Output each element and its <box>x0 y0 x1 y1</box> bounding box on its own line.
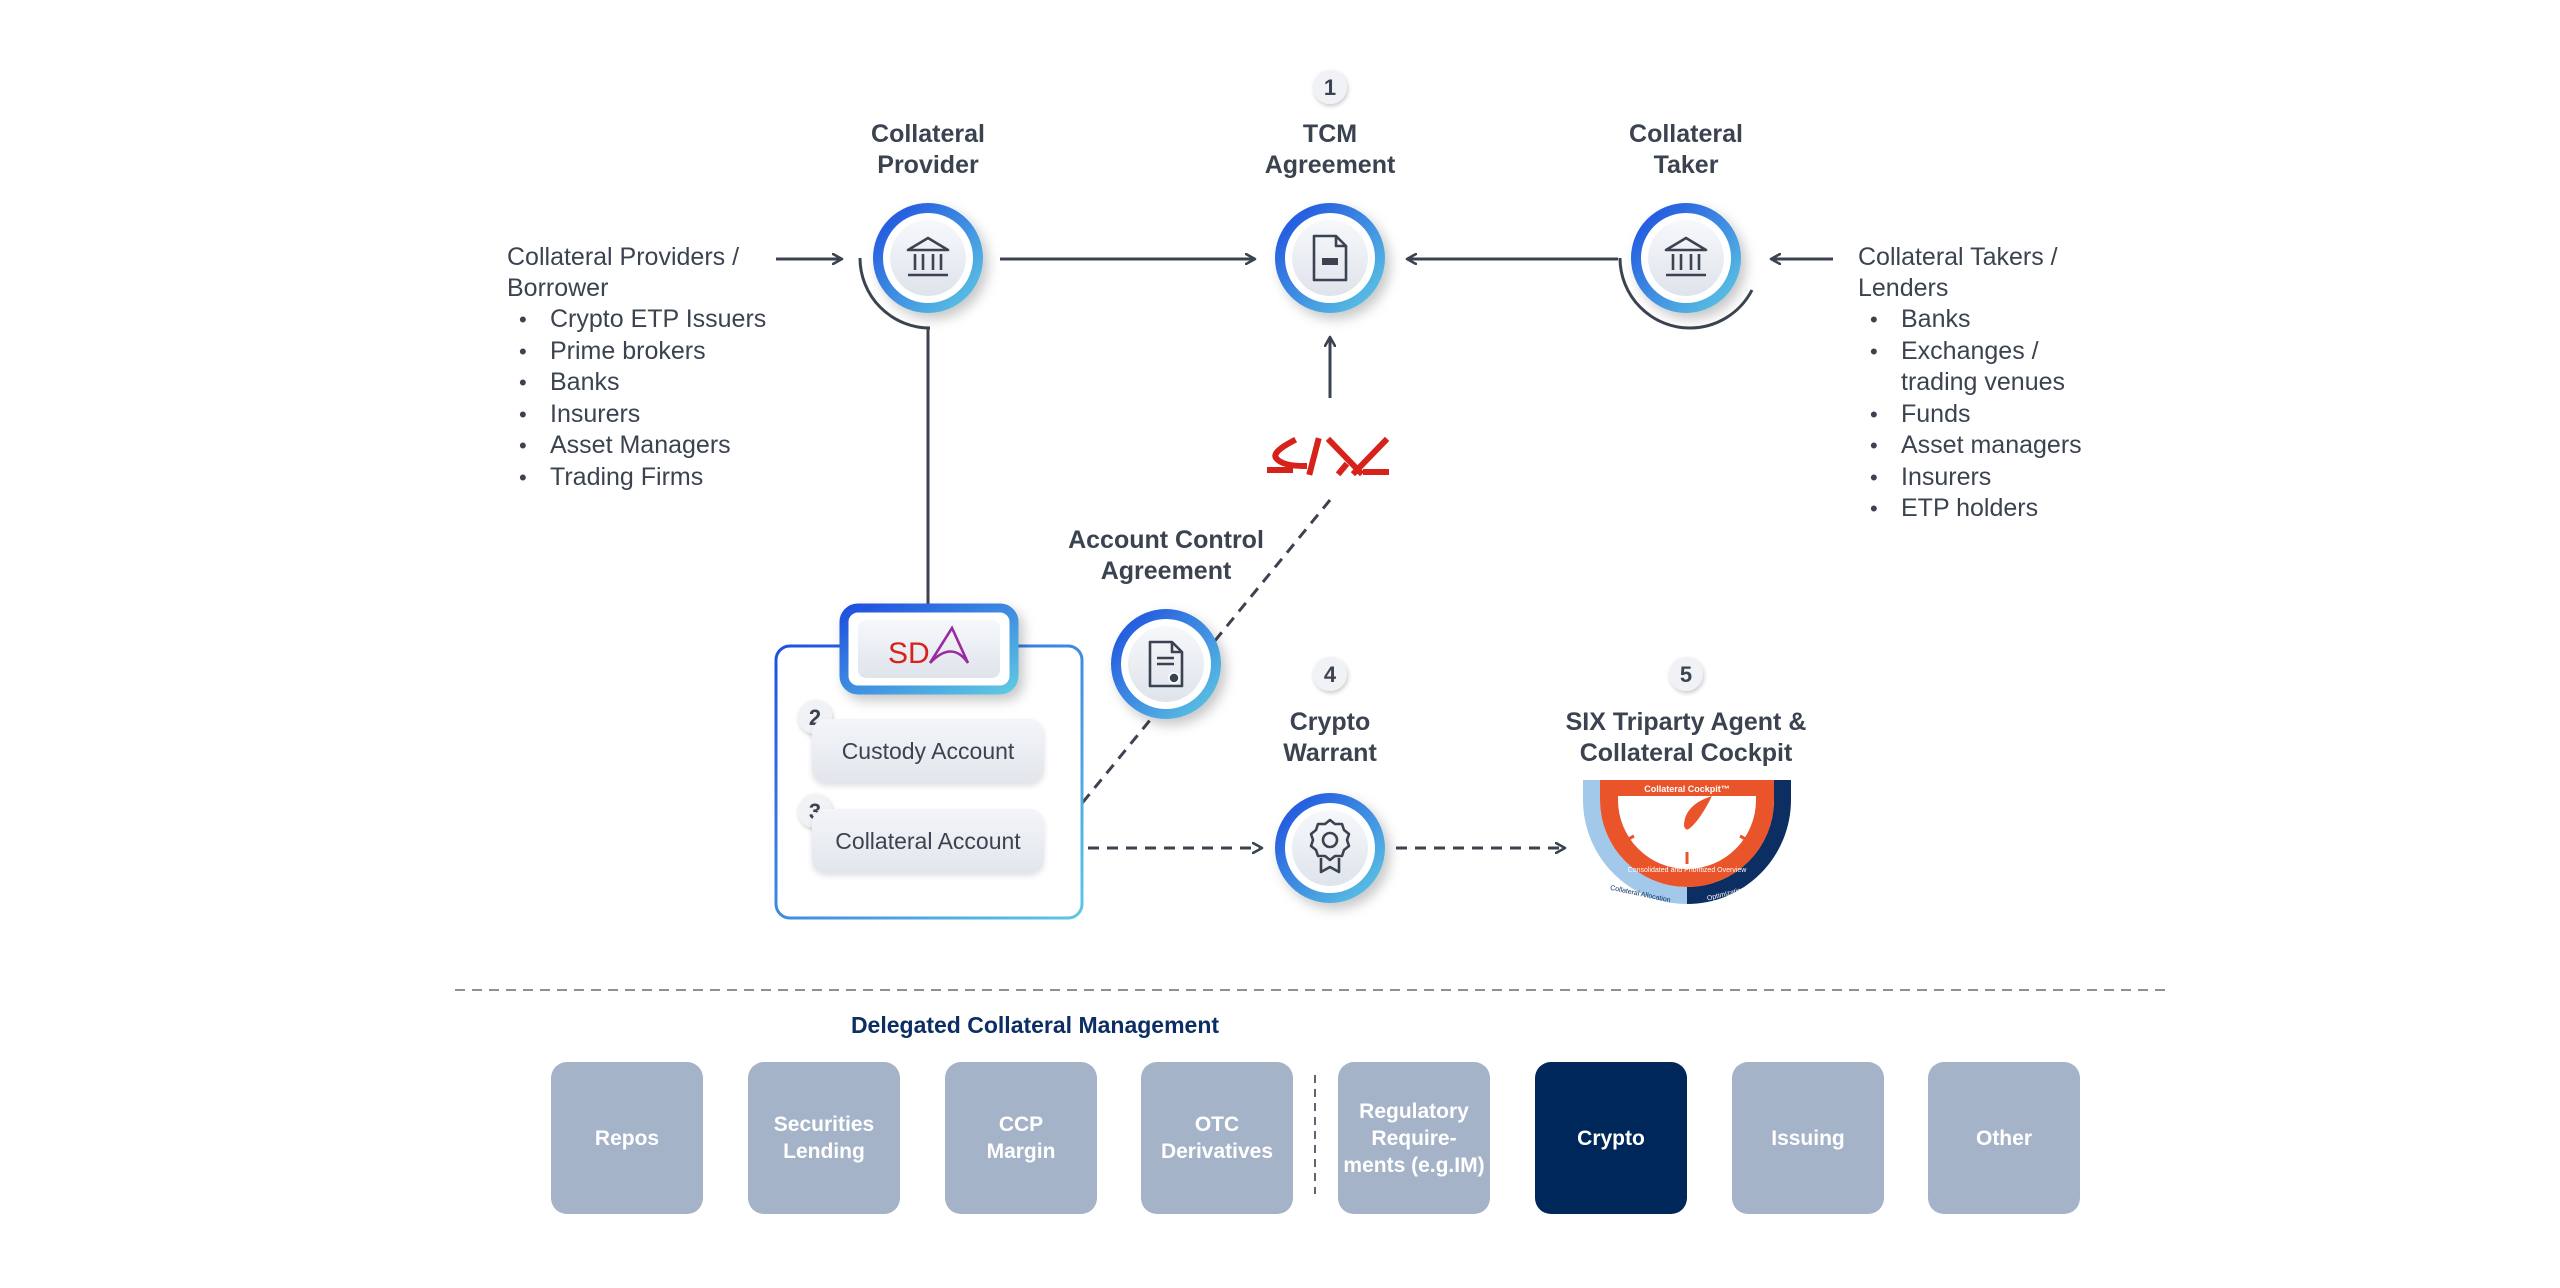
account-control-agreement-label: Account Control Agreement <box>1068 526 1264 585</box>
cockpit-white-center <box>1618 796 1756 869</box>
sdx-logo-text: SD <box>888 637 930 670</box>
cockpit-inner-text: Consolidated and Prioritized Overview <box>1628 867 1748 874</box>
list-item: Asset Managers <box>507 430 766 462</box>
document-icon <box>1312 234 1348 282</box>
tile-repos: Repos <box>551 1062 703 1214</box>
collateral-providers-list: Crypto ETP Issuers Prime brokers Banks I… <box>507 304 766 493</box>
number-badges: 1 4 5 2 3 <box>798 70 1703 828</box>
certificate-document-icon <box>1148 640 1184 688</box>
cockpit-top-text: Collateral Cockpit™ <box>1644 784 1730 794</box>
list-item: Insurers <box>1858 462 2082 494</box>
tile-other: Other <box>1928 1062 2080 1214</box>
list-item: Trading Firms <box>507 462 766 494</box>
collateral-provider-label: Collateral Provider <box>871 120 985 179</box>
circle-nodes <box>873 203 1741 903</box>
cockpit-needle <box>1684 796 1712 830</box>
bank-icon <box>906 236 950 277</box>
provider-arc <box>858 257 931 330</box>
badge-4: 4 <box>1313 657 1347 691</box>
collateral-taker-label: Collateral Taker <box>1629 120 1743 179</box>
badge-5: 5 <box>1669 657 1703 691</box>
custody-account-label: Custody Account <box>841 737 1015 764</box>
sdx-logo-mark <box>928 625 970 664</box>
badge-1: 1 <box>1313 70 1347 104</box>
taker-arc <box>1618 257 1754 330</box>
crypto-warrant-label: Crypto Warrant <box>1283 708 1377 767</box>
list-item: Banks <box>1858 304 2082 336</box>
svg-text:1: 1 <box>1324 75 1336 100</box>
dcm-title: Delegated Collateral Management <box>850 1012 1220 1038</box>
svg-text:4: 4 <box>1324 662 1337 687</box>
cockpit-navy-band <box>1687 780 1791 904</box>
list-item: Funds <box>1858 399 2082 431</box>
tile-crypto: Crypto <box>1535 1062 1687 1214</box>
collateral-account-label: Collateral Account <box>835 827 1021 854</box>
svg-text:5: 5 <box>1680 662 1692 687</box>
collateral-takers-group: Collateral Takers / Lenders Banks Exchan… <box>1858 242 2082 525</box>
tile-issuing: Issuing <box>1732 1062 1884 1214</box>
custody-account-box: Custody Account <box>812 719 1044 783</box>
list-item: Crypto ETP Issuers <box>507 304 766 336</box>
tcm-agreement-label: TCM Agreement <box>1264 120 1396 179</box>
list-item: Insurers <box>507 399 766 431</box>
list-item: ETP holders <box>1858 493 2082 525</box>
collateral-cockpit-gauge: Collateral Cockpit™ Collateral Allocatio… <box>1583 780 1791 904</box>
collateral-takers-title: Collateral Takers / Lenders <box>1858 243 2058 302</box>
collateral-taker-node <box>1631 203 1741 313</box>
list-item: Asset managers <box>1858 430 2082 462</box>
cockpit-light-band <box>1583 780 1687 904</box>
collateral-providers-title: Collateral Providers / Borrower <box>507 243 740 302</box>
bank-icon <box>1664 236 1708 277</box>
collateral-takers-list: Banks Exchanges /trading venues Funds As… <box>1858 304 2082 525</box>
list-item: Exchanges /trading venues <box>1858 336 2082 399</box>
collateral-account-box: Collateral Account <box>812 809 1044 873</box>
award-seal-icon <box>1309 818 1351 874</box>
collateral-provider-node <box>873 203 983 313</box>
collateral-providers-group: Collateral Providers / Borrower Crypto E… <box>507 242 766 493</box>
list-item: Banks <box>507 367 766 399</box>
triparty-agent-label: SIX Triparty Agent & Collateral Cockpit <box>1565 708 1807 767</box>
list-item: Prime brokers <box>507 336 766 368</box>
six-logo <box>1267 436 1390 477</box>
